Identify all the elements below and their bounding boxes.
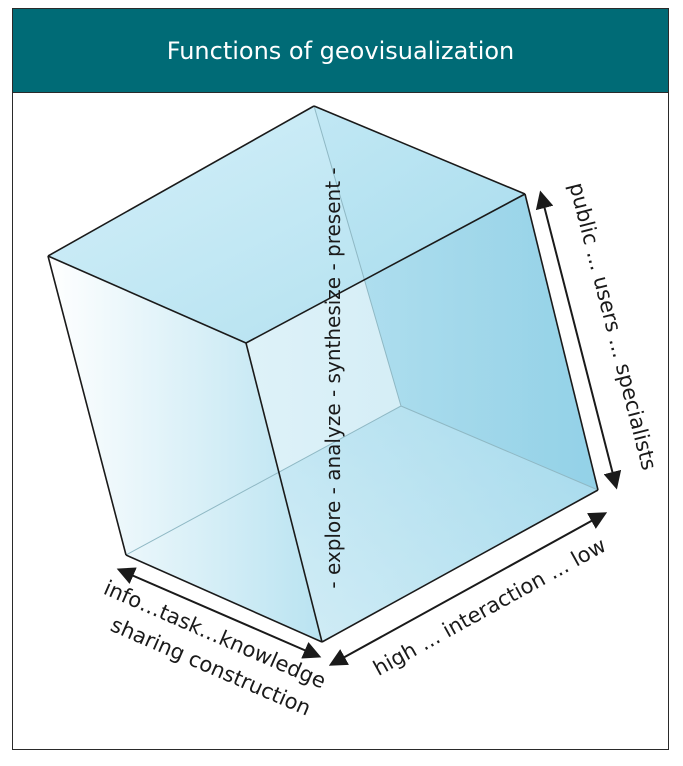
arrow-bottom-left	[116, 567, 322, 659]
arrow-bottom-right	[328, 512, 608, 666]
arrow-right-vertical	[535, 190, 622, 490]
cube-face-left	[48, 256, 322, 642]
cube-face-top	[48, 106, 525, 343]
figure-title: Functions of geovisualization	[13, 9, 668, 93]
label-vertical-axis: - explore - analyze - synthesize - prese…	[321, 167, 345, 588]
